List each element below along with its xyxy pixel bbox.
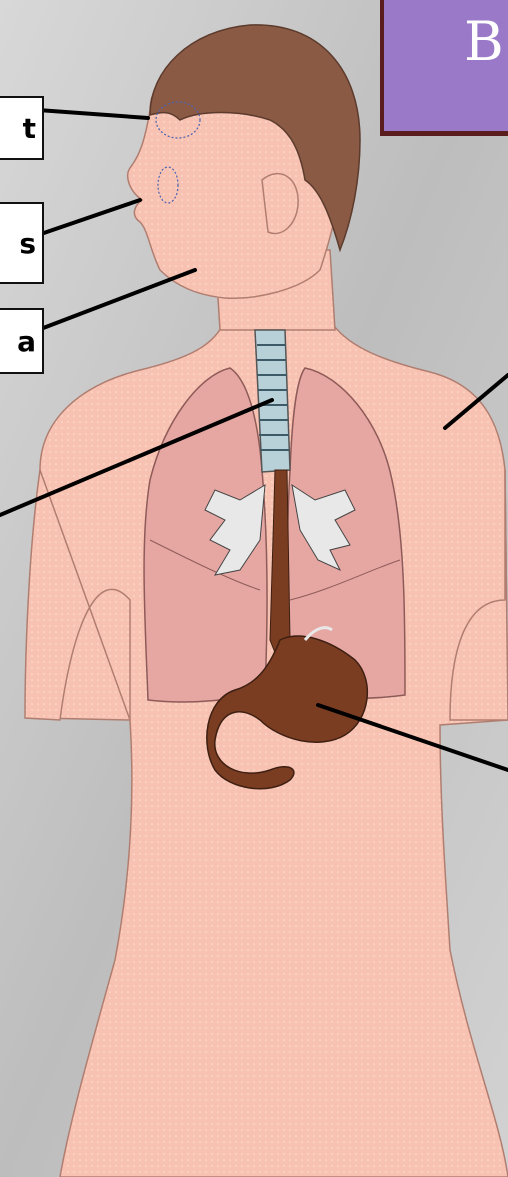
- label-box-nose: s: [0, 202, 44, 284]
- label-box-mouth: a: [0, 308, 44, 374]
- label-text-mouth: a: [17, 325, 36, 358]
- label-box-forehead: t: [0, 96, 44, 160]
- title-text: B: [464, 10, 504, 73]
- title-box: B: [380, 0, 508, 136]
- label-text-forehead: t: [23, 112, 36, 145]
- label-text-nose: s: [19, 227, 36, 260]
